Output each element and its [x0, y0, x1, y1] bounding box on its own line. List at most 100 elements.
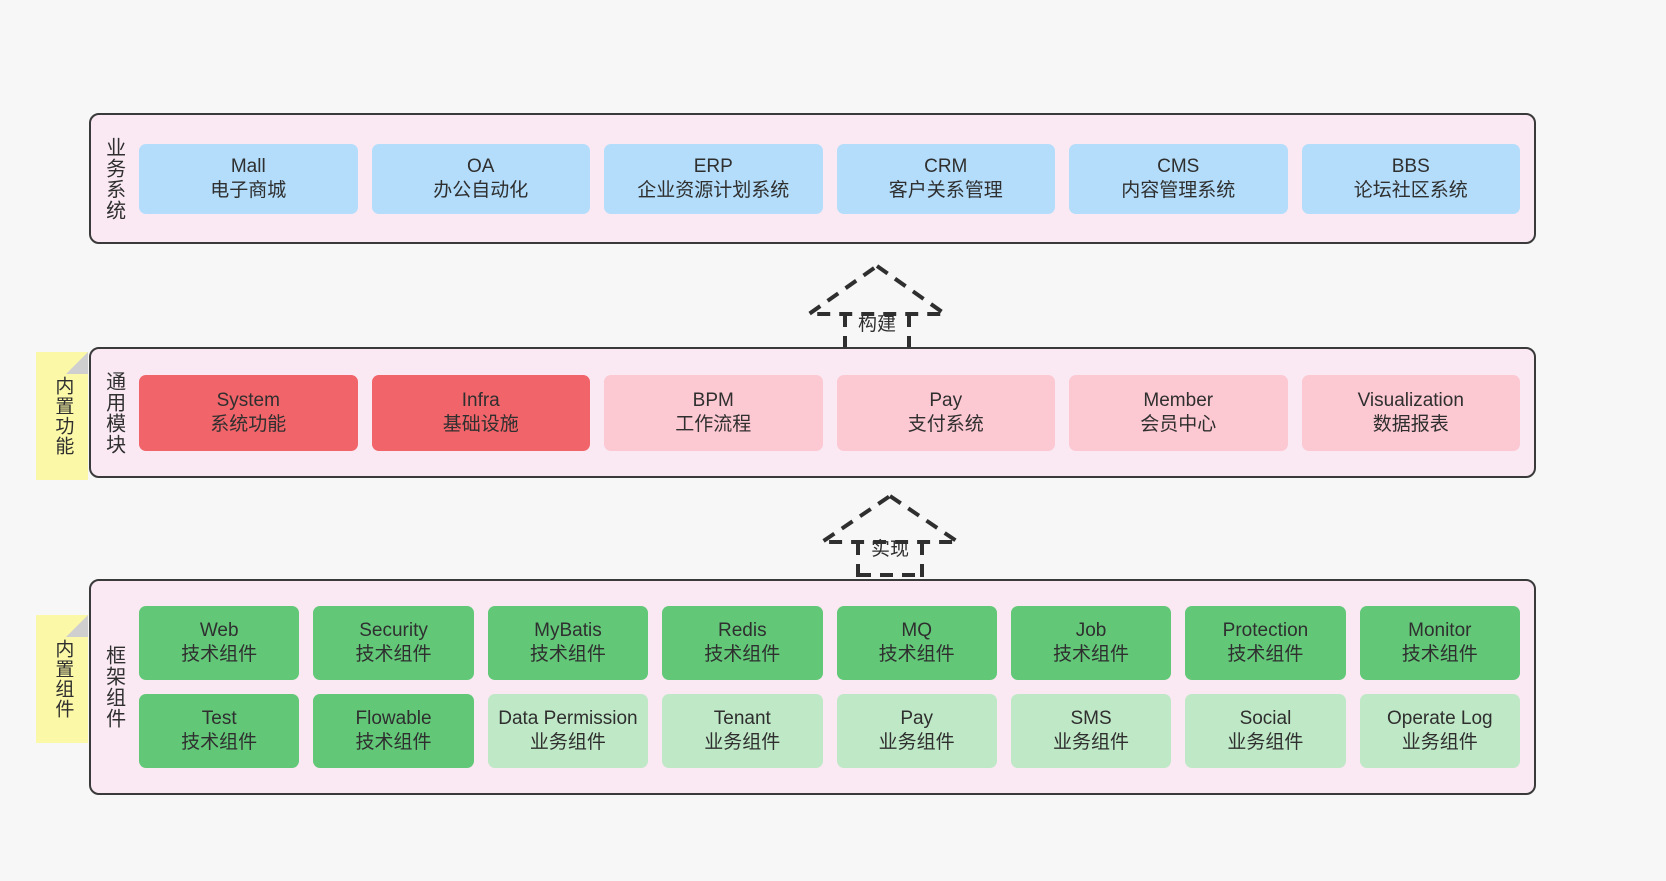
node-member[interactable]: Member 会员中心 — [1069, 374, 1288, 451]
node-subtitle: 企业资源计划系统 — [637, 179, 790, 201]
layer-body-business-systems: Mall 电子商城 OA 办公自动化 ERP 企业资源计划系统 CRM 客户关系… — [135, 115, 1534, 242]
node-subtitle: 技术组件 — [355, 644, 432, 665]
node-security[interactable]: Security 技术组件 — [313, 606, 474, 680]
node-job[interactable]: Job 技术组件 — [1010, 606, 1172, 680]
sticky-note-label: 内置功能 — [52, 376, 74, 456]
node-title: ERP — [693, 155, 733, 177]
node-web[interactable]: Web 技术组件 — [139, 606, 300, 680]
node-protection[interactable]: Protection 技术组件 — [1185, 606, 1346, 680]
node-social[interactable]: Social 业务组件 — [1185, 694, 1346, 768]
node-subtitle: 业务组件 — [1053, 732, 1130, 753]
node-data-permission[interactable]: Data Permission 业务组件 — [487, 694, 649, 768]
node-title: BBS — [1391, 155, 1430, 177]
node-cms[interactable]: CMS 内容管理系统 — [1069, 143, 1288, 214]
node-title: MQ — [901, 620, 932, 642]
node-bpm[interactable]: BPM 工作流程 — [604, 374, 823, 451]
node-subtitle: 会员中心 — [1140, 413, 1217, 435]
node-test[interactable]: Test 技术组件 — [139, 694, 300, 768]
node-title: Pay — [929, 389, 963, 411]
node-subtitle: 技术组件 — [181, 732, 258, 753]
node-visualization[interactable]: Visualization 数据报表 — [1301, 374, 1520, 451]
node-oa[interactable]: OA 办公自动化 — [371, 143, 590, 214]
node-subtitle: 业务组件 — [529, 732, 606, 753]
layer-body-framework-components: Web 技术组件 Security 技术组件 MyBatis 技术组件 Redi… — [135, 581, 1534, 793]
node-subtitle: 技术组件 — [878, 644, 955, 665]
node-monitor[interactable]: Monitor 技术组件 — [1359, 606, 1520, 680]
node-title: Tenant — [713, 708, 771, 730]
node-subtitle: 技术组件 — [355, 732, 432, 753]
sticky-note-builtin-components: 内置组件 — [36, 615, 88, 743]
node-subtitle: 业务组件 — [1227, 732, 1304, 753]
node-subtitle: 业务组件 — [704, 732, 781, 753]
node-title: Operate Log — [1386, 708, 1493, 730]
node-sms[interactable]: SMS 业务组件 — [1010, 694, 1172, 768]
layer-common-modules: 通用模块 System 系统功能 Infra 基础设施 BPM 工作流程 Pay… — [89, 347, 1536, 478]
node-erp[interactable]: ERP 企业资源计划系统 — [604, 143, 823, 214]
node-title: OA — [467, 155, 495, 177]
node-title: Data Permission — [498, 708, 638, 730]
node-infra[interactable]: Infra 基础设施 — [371, 374, 590, 451]
layer-title-business-systems: 业务系统 — [102, 136, 125, 221]
node-mybatis[interactable]: MyBatis 技术组件 — [487, 606, 649, 680]
node-title: Job — [1075, 620, 1107, 642]
node-bbs[interactable]: BBS 论坛社区系统 — [1301, 143, 1520, 214]
node-title: Web — [199, 620, 239, 642]
node-subtitle: 业务组件 — [1401, 732, 1478, 753]
node-subtitle: 基础设施 — [442, 413, 519, 435]
node-subtitle: 数据报表 — [1372, 413, 1449, 435]
node-crm[interactable]: CRM 客户关系管理 — [836, 143, 1055, 214]
node-pay-business[interactable]: Pay 业务组件 — [836, 694, 997, 768]
node-title: BPM — [692, 389, 734, 411]
node-subtitle: 客户关系管理 — [888, 179, 1003, 201]
node-title: Protection — [1222, 620, 1309, 642]
node-subtitle: 支付系统 — [907, 413, 984, 435]
node-system[interactable]: System 系统功能 — [139, 374, 358, 451]
node-tenant[interactable]: Tenant 业务组件 — [662, 694, 823, 768]
node-subtitle: 业务组件 — [878, 732, 955, 753]
layer-business-systems: 业务系统 Mall 电子商城 OA 办公自动化 ERP 企业资源计划系统 CRM… — [89, 113, 1536, 244]
node-title: Flowable — [355, 708, 432, 730]
layer-body-common-modules: System 系统功能 Infra 基础设施 BPM 工作流程 Pay 支付系统… — [135, 349, 1534, 476]
connector-build: 构建 — [797, 262, 957, 357]
layer-framework-components: 框架组件 Web 技术组件 Security 技术组件 MyBatis 技术组件… — [89, 579, 1536, 795]
node-title: Member — [1143, 389, 1214, 411]
node-title: Mall — [230, 155, 266, 177]
node-title: Social — [1239, 708, 1292, 730]
node-mall[interactable]: Mall 电子商城 — [139, 143, 358, 214]
node-row: Web 技术组件 Security 技术组件 MyBatis 技术组件 Redi… — [139, 606, 1520, 680]
node-title: CMS — [1157, 155, 1200, 177]
node-title: Monitor — [1408, 620, 1472, 642]
node-subtitle: 技术组件 — [1053, 644, 1130, 665]
node-row: System 系统功能 Infra 基础设施 BPM 工作流程 Pay 支付系统… — [139, 374, 1520, 451]
node-subtitle: 内容管理系统 — [1121, 179, 1236, 201]
layer-title-common-modules: 通用模块 — [102, 370, 125, 455]
node-subtitle: 技术组件 — [704, 644, 781, 665]
node-subtitle: 技术组件 — [529, 644, 606, 665]
node-redis[interactable]: Redis 技术组件 — [662, 606, 823, 680]
node-mq[interactable]: MQ 技术组件 — [836, 606, 997, 680]
node-subtitle: 办公自动化 — [433, 179, 529, 201]
connector-implement: 实现 — [810, 492, 970, 577]
node-subtitle: 论坛社区系统 — [1353, 179, 1468, 201]
node-flowable[interactable]: Flowable 技术组件 — [313, 694, 474, 768]
node-title: CRM — [924, 155, 968, 177]
node-title: Security — [359, 620, 428, 642]
layer-title-framework-components: 框架组件 — [102, 645, 125, 729]
sticky-note-label: 内置组件 — [52, 639, 74, 719]
sticky-note-builtin-features: 内置功能 — [36, 352, 88, 480]
node-title: System — [216, 389, 280, 411]
node-operate-log[interactable]: Operate Log 业务组件 — [1359, 694, 1520, 768]
node-title: Test — [201, 708, 237, 730]
node-row: Test 技术组件 Flowable 技术组件 Data Permission … — [139, 694, 1520, 768]
node-row: Mall 电子商城 OA 办公自动化 ERP 企业资源计划系统 CRM 客户关系… — [139, 143, 1520, 214]
node-subtitle: 技术组件 — [1401, 644, 1478, 665]
node-pay[interactable]: Pay 支付系统 — [836, 374, 1055, 451]
node-title: Infra — [461, 389, 500, 411]
node-title: Visualization — [1357, 389, 1464, 411]
node-subtitle: 系统功能 — [210, 413, 287, 435]
node-title: Pay — [900, 708, 934, 730]
node-subtitle: 技术组件 — [1227, 644, 1304, 665]
node-subtitle: 技术组件 — [181, 644, 258, 665]
node-title: MyBatis — [534, 620, 602, 642]
